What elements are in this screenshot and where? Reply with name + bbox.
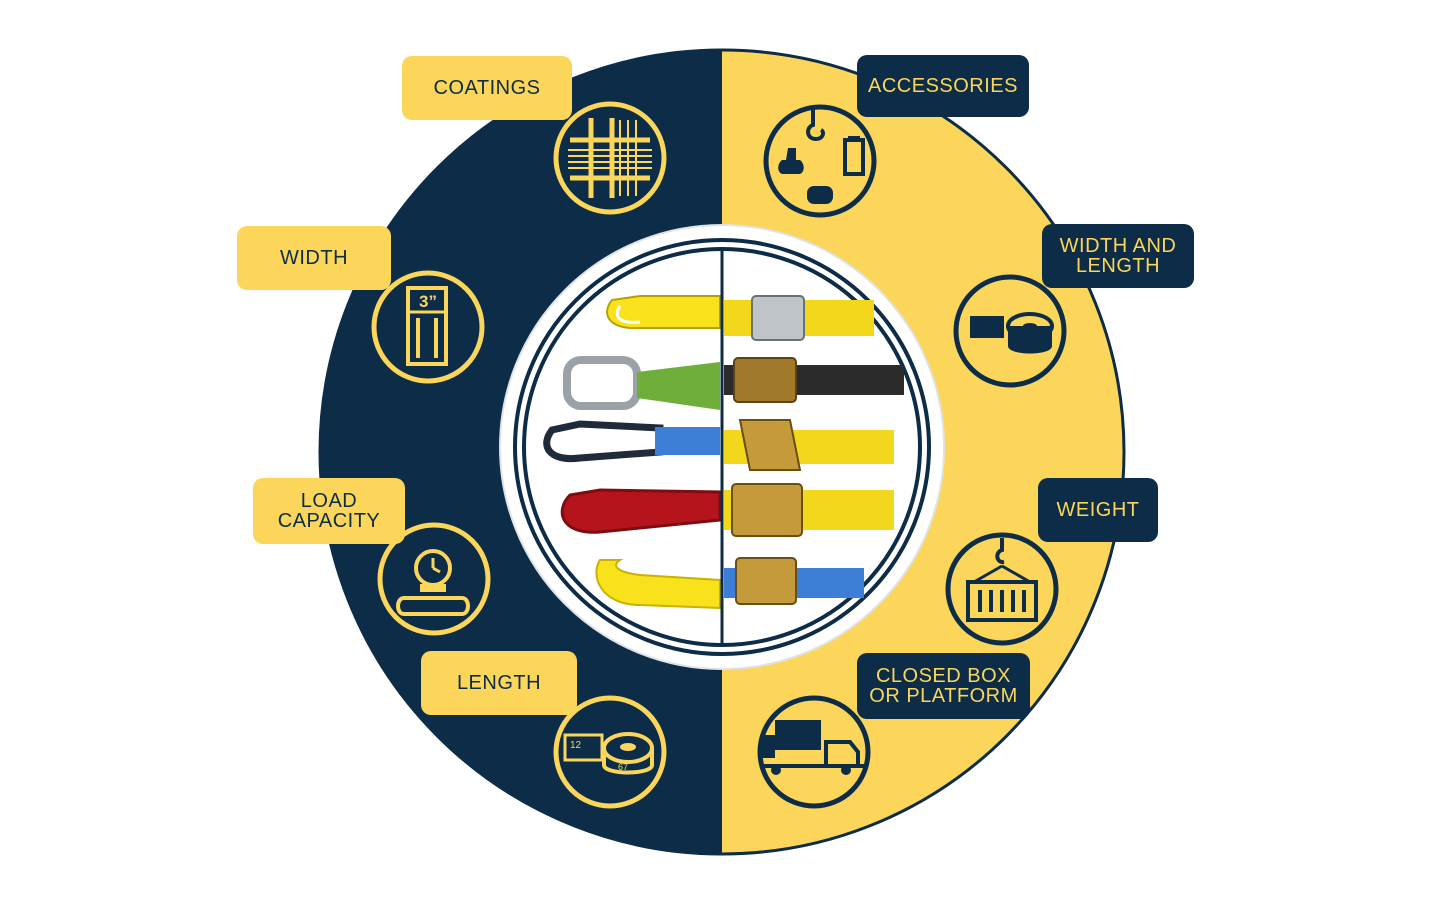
weighing-scale-icon bbox=[377, 522, 491, 636]
3-inch-strap-icon: 3” bbox=[371, 270, 485, 384]
trucks-icon bbox=[757, 695, 871, 809]
tape-measure-icon bbox=[953, 274, 1067, 388]
center-photo bbox=[499, 224, 945, 670]
weight-label: WEIGHT bbox=[1038, 478, 1158, 542]
coatings-label: COATINGS bbox=[402, 56, 572, 120]
width-label: WIDTH bbox=[237, 226, 391, 290]
accessories-label: ACCESSORIES bbox=[857, 55, 1029, 117]
lifting-slings bbox=[543, 295, 722, 610]
tape-measure-icon: 12 67 bbox=[553, 695, 667, 809]
width-icon-text: 3” bbox=[419, 292, 437, 311]
ratchet-straps bbox=[724, 295, 904, 605]
accessories-icon bbox=[763, 104, 877, 218]
load-capacity-label: LOAD CAPACITY bbox=[253, 478, 405, 544]
svg-text:67: 67 bbox=[618, 762, 628, 772]
crane-container-icon bbox=[945, 532, 1059, 646]
svg-text:12: 12 bbox=[570, 740, 582, 751]
grid-pattern-icon bbox=[553, 101, 667, 215]
closed-box-label: CLOSED BOX OR PLATFORM bbox=[857, 653, 1030, 719]
length-label: LENGTH bbox=[421, 651, 577, 715]
width-and-length-label: WIDTH AND LENGTH bbox=[1042, 224, 1194, 288]
